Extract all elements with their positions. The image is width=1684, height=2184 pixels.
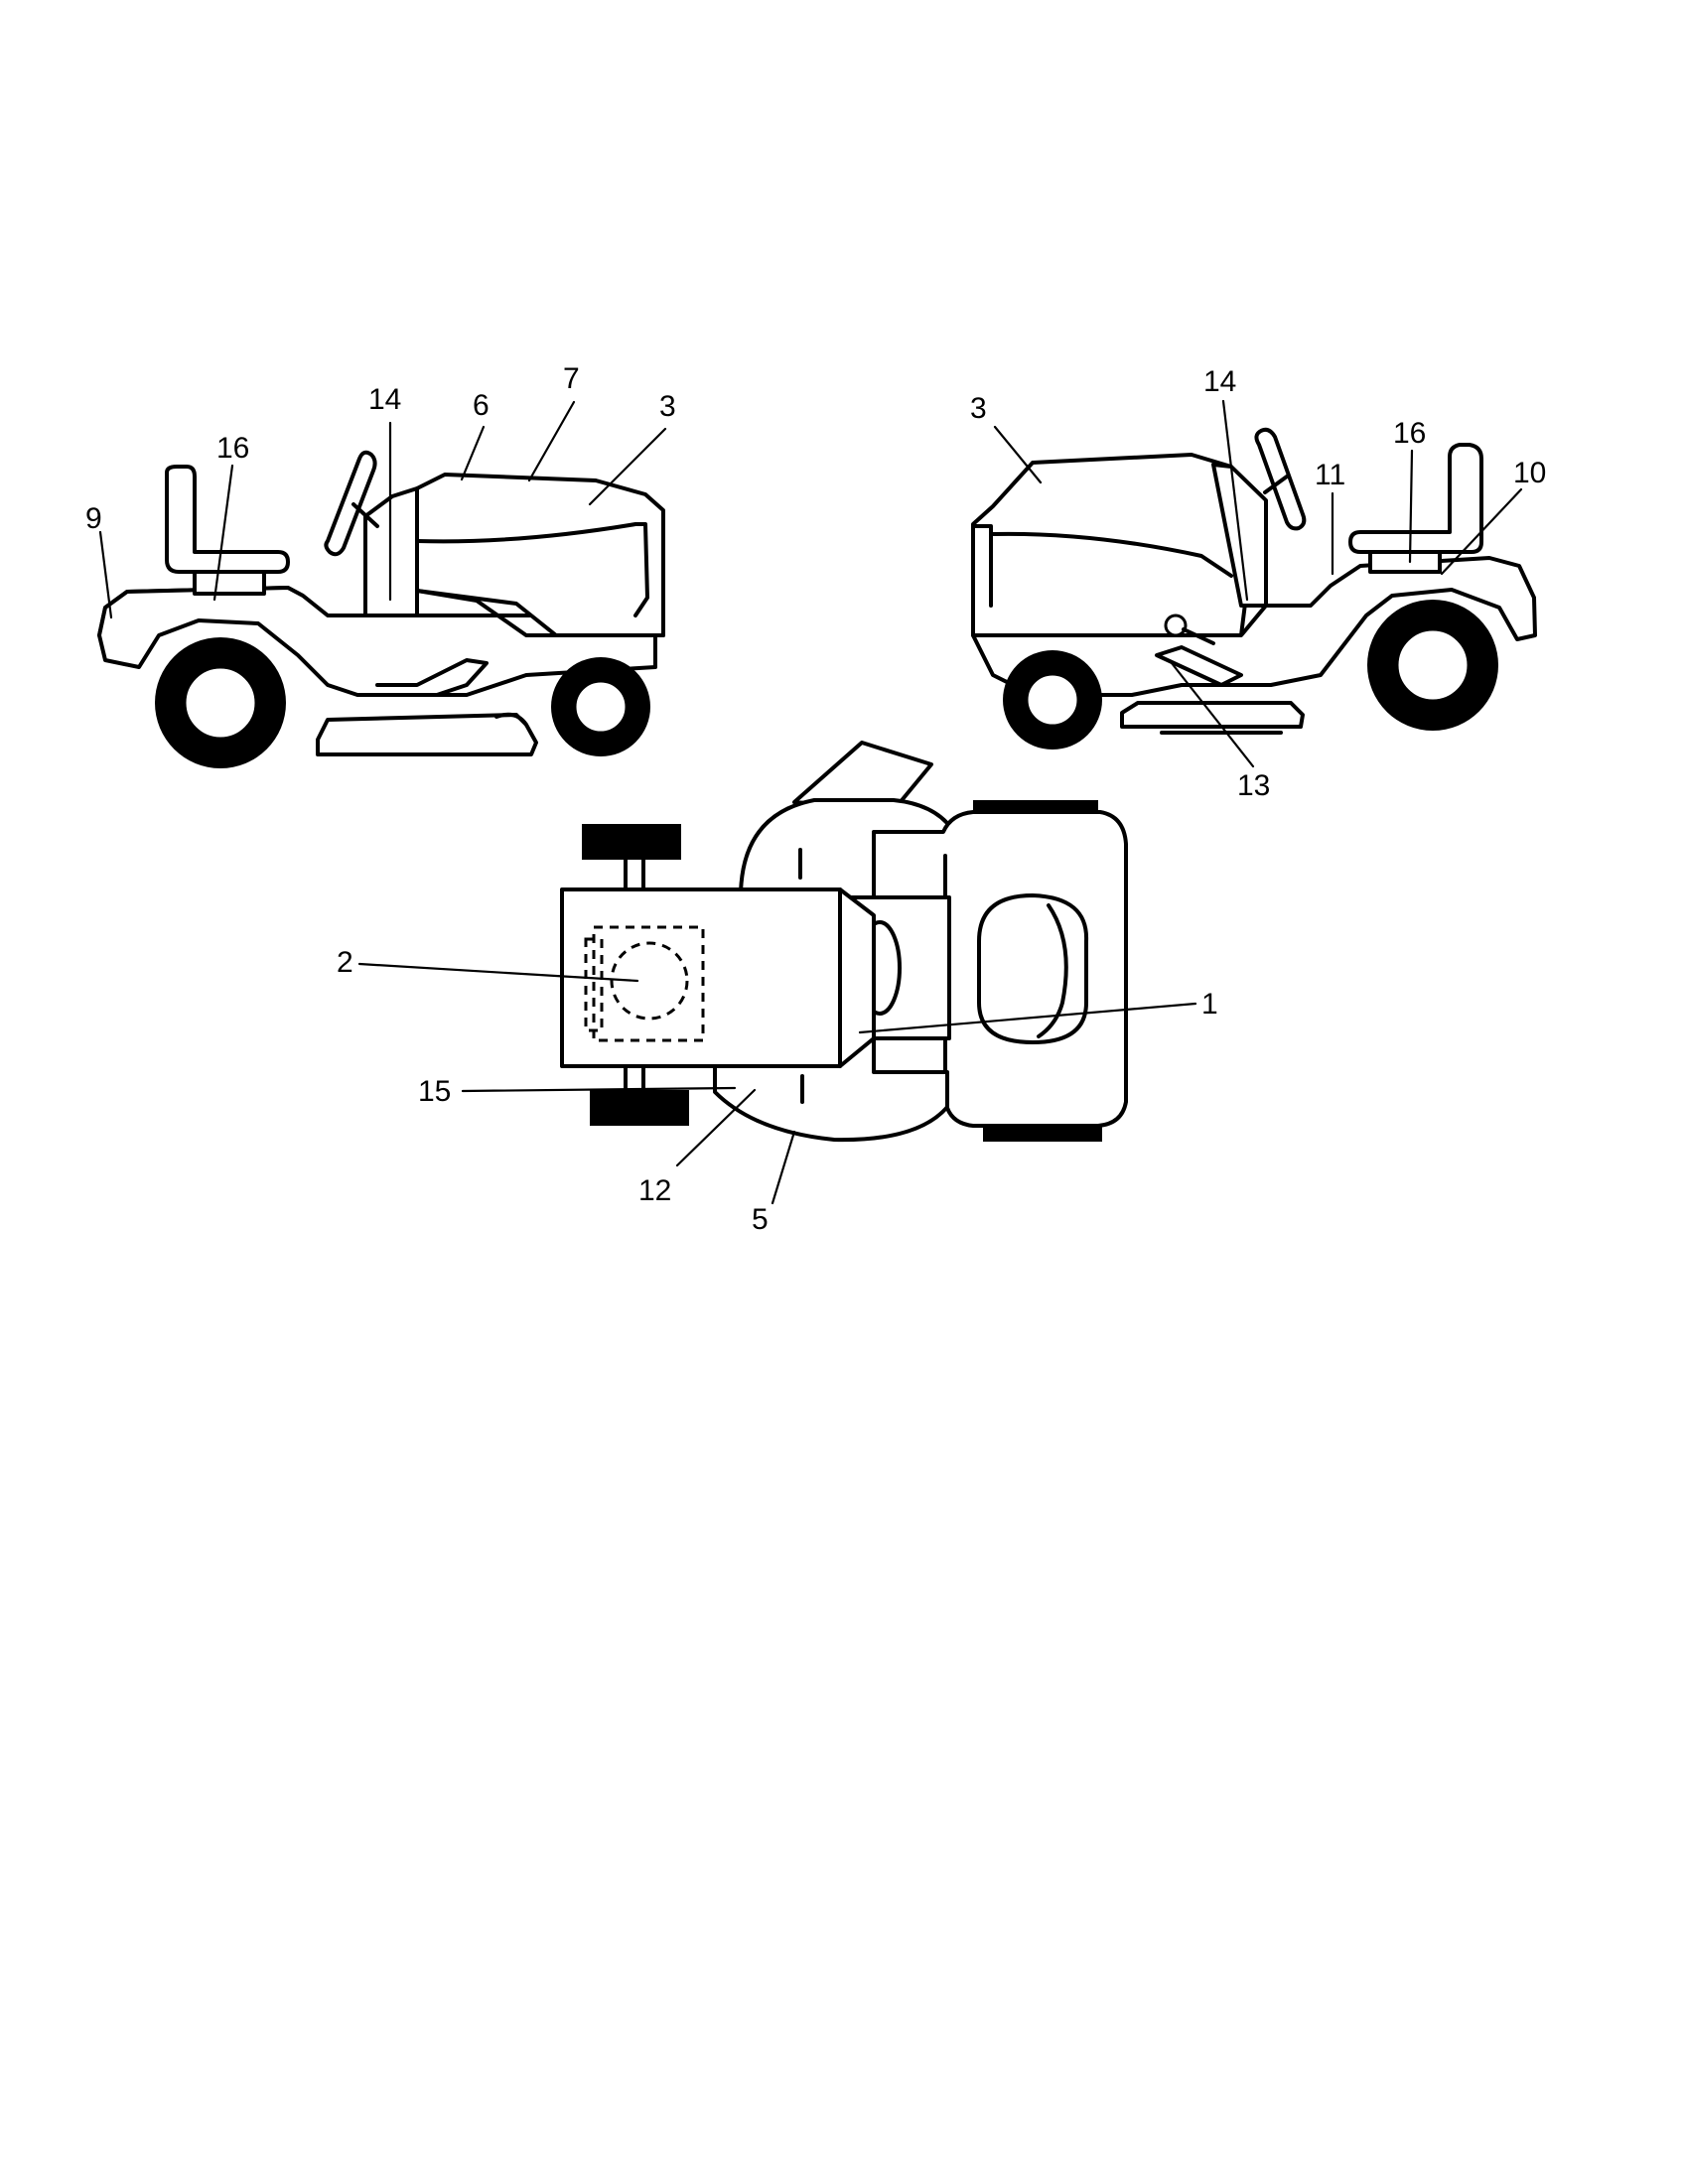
callout-15-top: 15: [418, 1075, 451, 1108]
callout-10-right: 10: [1513, 457, 1546, 489]
callout-12-top: 12: [638, 1174, 671, 1207]
right-side-view: 3 14 16 11 10 13: [970, 365, 1546, 802]
callout-7-left: 7: [563, 362, 580, 395]
top-view: 2 1 15 12 5: [337, 741, 1218, 1236]
callout-1-top: 1: [1201, 988, 1218, 1021]
callout-13-right: 13: [1237, 769, 1270, 802]
callout-6-left: 6: [473, 389, 490, 422]
callout-16-left: 16: [216, 432, 249, 465]
callout-14-right: 14: [1203, 365, 1236, 398]
callout-3-right: 3: [970, 392, 987, 425]
callout-9-left: 9: [85, 502, 102, 535]
callout-5-top: 5: [752, 1203, 769, 1236]
left-side-view: 14 6 7 3 16 9: [85, 362, 676, 768]
callout-3-left: 3: [659, 390, 676, 423]
callout-2-top: 2: [337, 946, 353, 979]
callout-11-right: 11: [1315, 459, 1345, 491]
callout-14-left: 14: [368, 383, 401, 416]
callout-16-right: 16: [1393, 417, 1426, 450]
